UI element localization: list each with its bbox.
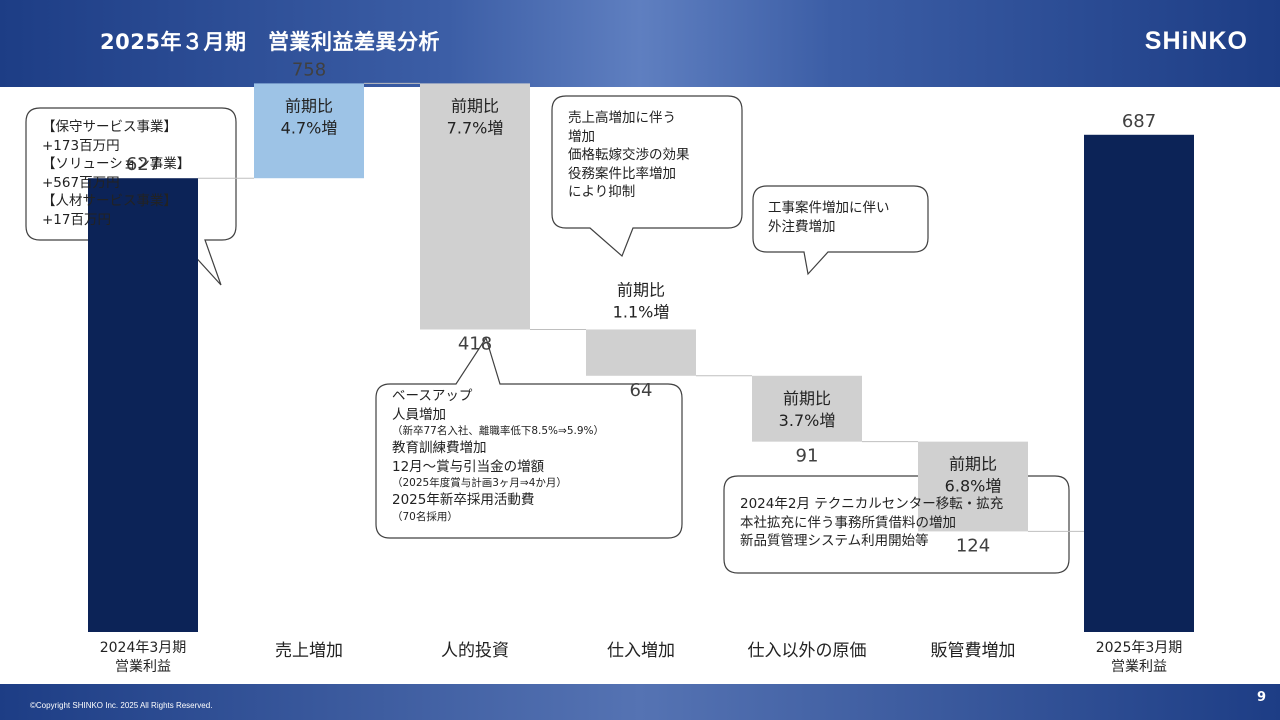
category-label: 仕入以外の原価 [748,641,867,661]
outsourcing-callout-text: 工事案件増加に伴い 外注費増加 [768,199,890,236]
value-label: 64 [630,380,653,401]
value-label: 687 [1122,111,1156,132]
copyright: ©Copyright SHINKO Inc. 2025 All Rights R… [30,701,213,710]
page-number: 9 [1256,690,1266,705]
change-label: 前期比 [451,96,499,115]
segment-line: +173百万円 [42,137,120,154]
page-title: 2025年３月期 営業利益差異分析 [100,30,440,54]
value-label: 124 [956,535,990,556]
change-label: 7.7%増 [447,118,504,137]
callout-bubble-personnel [375,336,683,539]
category-label: 営業利益 [1111,659,1167,675]
category-label: 販管費増加 [931,641,1016,661]
personnel-line: ベースアップ [392,388,473,404]
bar-5 [752,375,862,442]
bar-2 [254,83,364,179]
footer-band [0,684,1280,720]
value-label: 758 [292,59,326,80]
outsourcing-line: 外注費増加 [768,218,836,235]
purchase-line: 役務案件比率増加 [568,165,676,182]
category-label: 2024年3月期 [100,640,187,656]
value-label: 627 [126,154,160,175]
change-label: 3.7%増 [779,411,836,430]
change-label: 4.7%増 [281,118,338,137]
value-label: 91 [796,446,819,467]
callout-bubble-outsourcing [752,185,929,276]
change-label: 前期比 [617,280,665,299]
purchase-line: 増加 [568,128,595,145]
callout-bubble-purchase [551,95,743,258]
personnel-note: （2025年度賞与計画3ヶ月⇒4か月） [392,477,567,489]
personnel-callout-text: ベースアップ 人員増加 （新卒77名入社、離職率低下8.5%⇒5.9%） 教育訓… [392,387,604,525]
bar-4 [586,329,696,376]
category-label: 営業利益 [115,659,171,675]
change-label: 6.8%増 [945,477,1002,496]
change-label: 1.1%増 [613,302,670,321]
personnel-line: 人員増加 [392,406,446,423]
purchase-callout-text: 売上高増加に伴う 増加 価格転嫁交渉の効果 役務案件比率増加 により抑制 [568,109,690,202]
purchase-line: 売上高増加に伴う [568,110,676,126]
sga-line: 2024年2月 テクニカルセンター移転・拡充 [740,496,1004,512]
sga-line: 新品質管理システム利用開始等 [740,533,929,549]
segment-line: 【ソリューション事業】 [42,156,191,172]
value-label: 418 [458,333,492,354]
outsourcing-line: 工事案件増加に伴い [768,200,890,216]
bar-7 [1084,134,1194,632]
segment-line: 【保守サービス事業】 [42,119,177,135]
category-label: 仕入増加 [607,641,675,661]
company-logo: SHiNKO [1144,27,1248,55]
segment-line: +17百万円 [42,211,111,228]
purchase-line: 価格転嫁交渉の効果 [568,147,690,163]
segment-line: 【人材サービス事業】 [42,193,177,209]
category-label: 人的投資 [441,641,509,661]
personnel-note: （70名採用） [392,510,458,523]
segment-line: +567百万円 [42,174,120,191]
bar-1 [88,178,198,633]
personnel-note: （新卒77名入社、離職率低下8.5%⇒5.9%） [392,425,605,437]
personnel-line: 2025年新卒採用活動費 [392,492,535,508]
bar-3 [420,83,530,330]
personnel-line: 12月～賞与引当金の増額 [392,458,545,475]
change-label: 前期比 [285,96,333,115]
category-label: 2025年3月期 [1096,640,1183,656]
plot-area: 6272024年3月期営業利益758前期比4.7%増売上増加418前期比7.7%… [88,59,1194,675]
header-band: 2025年３月期 営業利益差異分析 SHiNKO [0,0,1280,87]
bar-6 [918,441,1028,532]
sga-callout-text: 2024年2月 テクニカルセンター移転・拡充 本社拡充に伴う事務所賃借料の増加 … [740,495,1003,551]
sga-line: 本社拡充に伴う事務所賃借料の増加 [740,514,956,531]
personnel-line: 教育訓練費増加 [392,440,487,456]
change-label: 前期比 [949,455,997,474]
category-label: 売上増加 [275,641,343,661]
purchase-line: により抑制 [568,184,636,200]
change-label: 前期比 [783,389,831,408]
segment-callout-text: 【保守サービス事業】 +173百万円 【ソリューション事業】 +567百万円 【… [42,118,190,229]
